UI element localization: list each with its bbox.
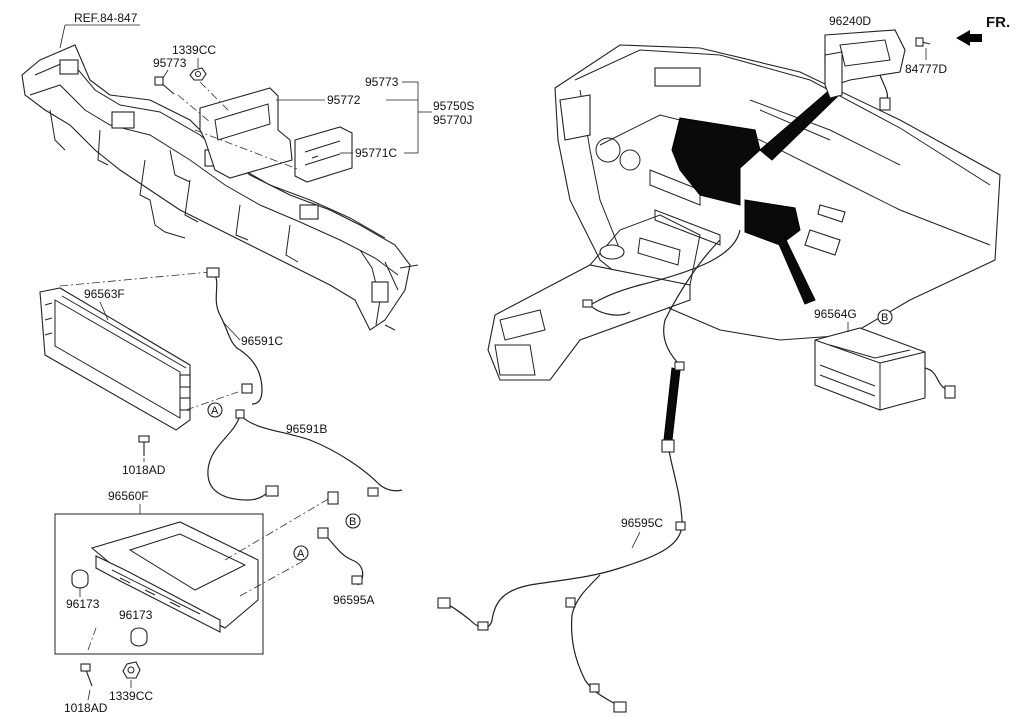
label-96240d: 96240D bbox=[829, 14, 871, 28]
svg-text:A: A bbox=[211, 405, 219, 417]
svg-text:B: B bbox=[349, 516, 356, 528]
headunit-box bbox=[54, 513, 264, 655]
highlight-headunit bbox=[744, 199, 801, 246]
label-96595c: 96595C bbox=[621, 516, 663, 530]
bracket-96240d bbox=[824, 29, 906, 111]
dashboard-view bbox=[487, 44, 1001, 381]
ecu-bracket bbox=[199, 87, 353, 183]
label-96564g: 96564G bbox=[814, 307, 857, 321]
label-1339cc-top: 1339CC bbox=[172, 43, 216, 57]
wire-96595a bbox=[317, 491, 364, 586]
nut-1339cc-top bbox=[189, 67, 207, 81]
label-95773-left: 95773 bbox=[153, 56, 187, 70]
label-95770j: 95770J bbox=[433, 113, 472, 127]
bolt-1018ad-mid bbox=[138, 435, 150, 456]
monitor-96563f bbox=[39, 287, 191, 431]
label-96591c: 96591C bbox=[241, 334, 283, 348]
dash-wire-a bbox=[589, 229, 741, 306]
wire-96591b bbox=[207, 409, 403, 501]
label-96563f: 96563F bbox=[84, 287, 125, 301]
crossmember-frame bbox=[21, 44, 419, 331]
wire-96595c bbox=[437, 439, 686, 713]
svg-text:B: B bbox=[881, 312, 888, 324]
module-96564g bbox=[814, 327, 956, 411]
label-96173-a: 96173 bbox=[66, 597, 100, 611]
label-1339cc-bot: 1339CC bbox=[109, 689, 153, 703]
direction-label: FR. bbox=[986, 14, 1010, 31]
label-95773-top: 95773 bbox=[365, 75, 399, 89]
callout-b-right: B bbox=[877, 309, 893, 325]
label-1018ad-mid: 1018AD bbox=[122, 463, 166, 477]
callout-b-left: B bbox=[345, 513, 361, 529]
label-96591b: 96591B bbox=[286, 422, 327, 436]
headunit-96560f bbox=[90, 521, 259, 633]
bolt-95773-left bbox=[154, 76, 175, 95]
label-96173-b: 96173 bbox=[119, 608, 153, 622]
label-1018ad-bot: 1018AD bbox=[64, 701, 108, 715]
pointer-96595c bbox=[663, 367, 681, 441]
dash-wire-c bbox=[589, 304, 631, 316]
nut-1339cc-bot bbox=[122, 661, 141, 679]
front-arrow-icon bbox=[956, 30, 982, 46]
label-95750s: 95750S bbox=[433, 99, 474, 113]
label-95771c: 95771C bbox=[355, 146, 397, 160]
highlight-monitor bbox=[671, 117, 761, 206]
label-95772: 95772 bbox=[327, 93, 361, 107]
screw-84777d bbox=[915, 37, 931, 47]
wire-96591c bbox=[206, 267, 263, 405]
label-96560f: 96560F bbox=[108, 489, 149, 503]
pointer-96564g bbox=[777, 237, 816, 305]
callout-a-bot: A bbox=[293, 545, 309, 561]
knob-96173-b bbox=[130, 627, 148, 647]
ref-label: REF.84-847 bbox=[74, 11, 138, 25]
ref-leader bbox=[59, 24, 66, 49]
svg-text:A: A bbox=[297, 548, 305, 560]
label-84777d: 84777D bbox=[905, 62, 947, 76]
bolt-1018ad-bot bbox=[80, 663, 93, 687]
knob-96173-a bbox=[71, 569, 89, 589]
dash-wire-b bbox=[663, 239, 721, 366]
callout-a-top: A bbox=[207, 402, 223, 418]
label-96595a: 96595A bbox=[333, 593, 374, 607]
